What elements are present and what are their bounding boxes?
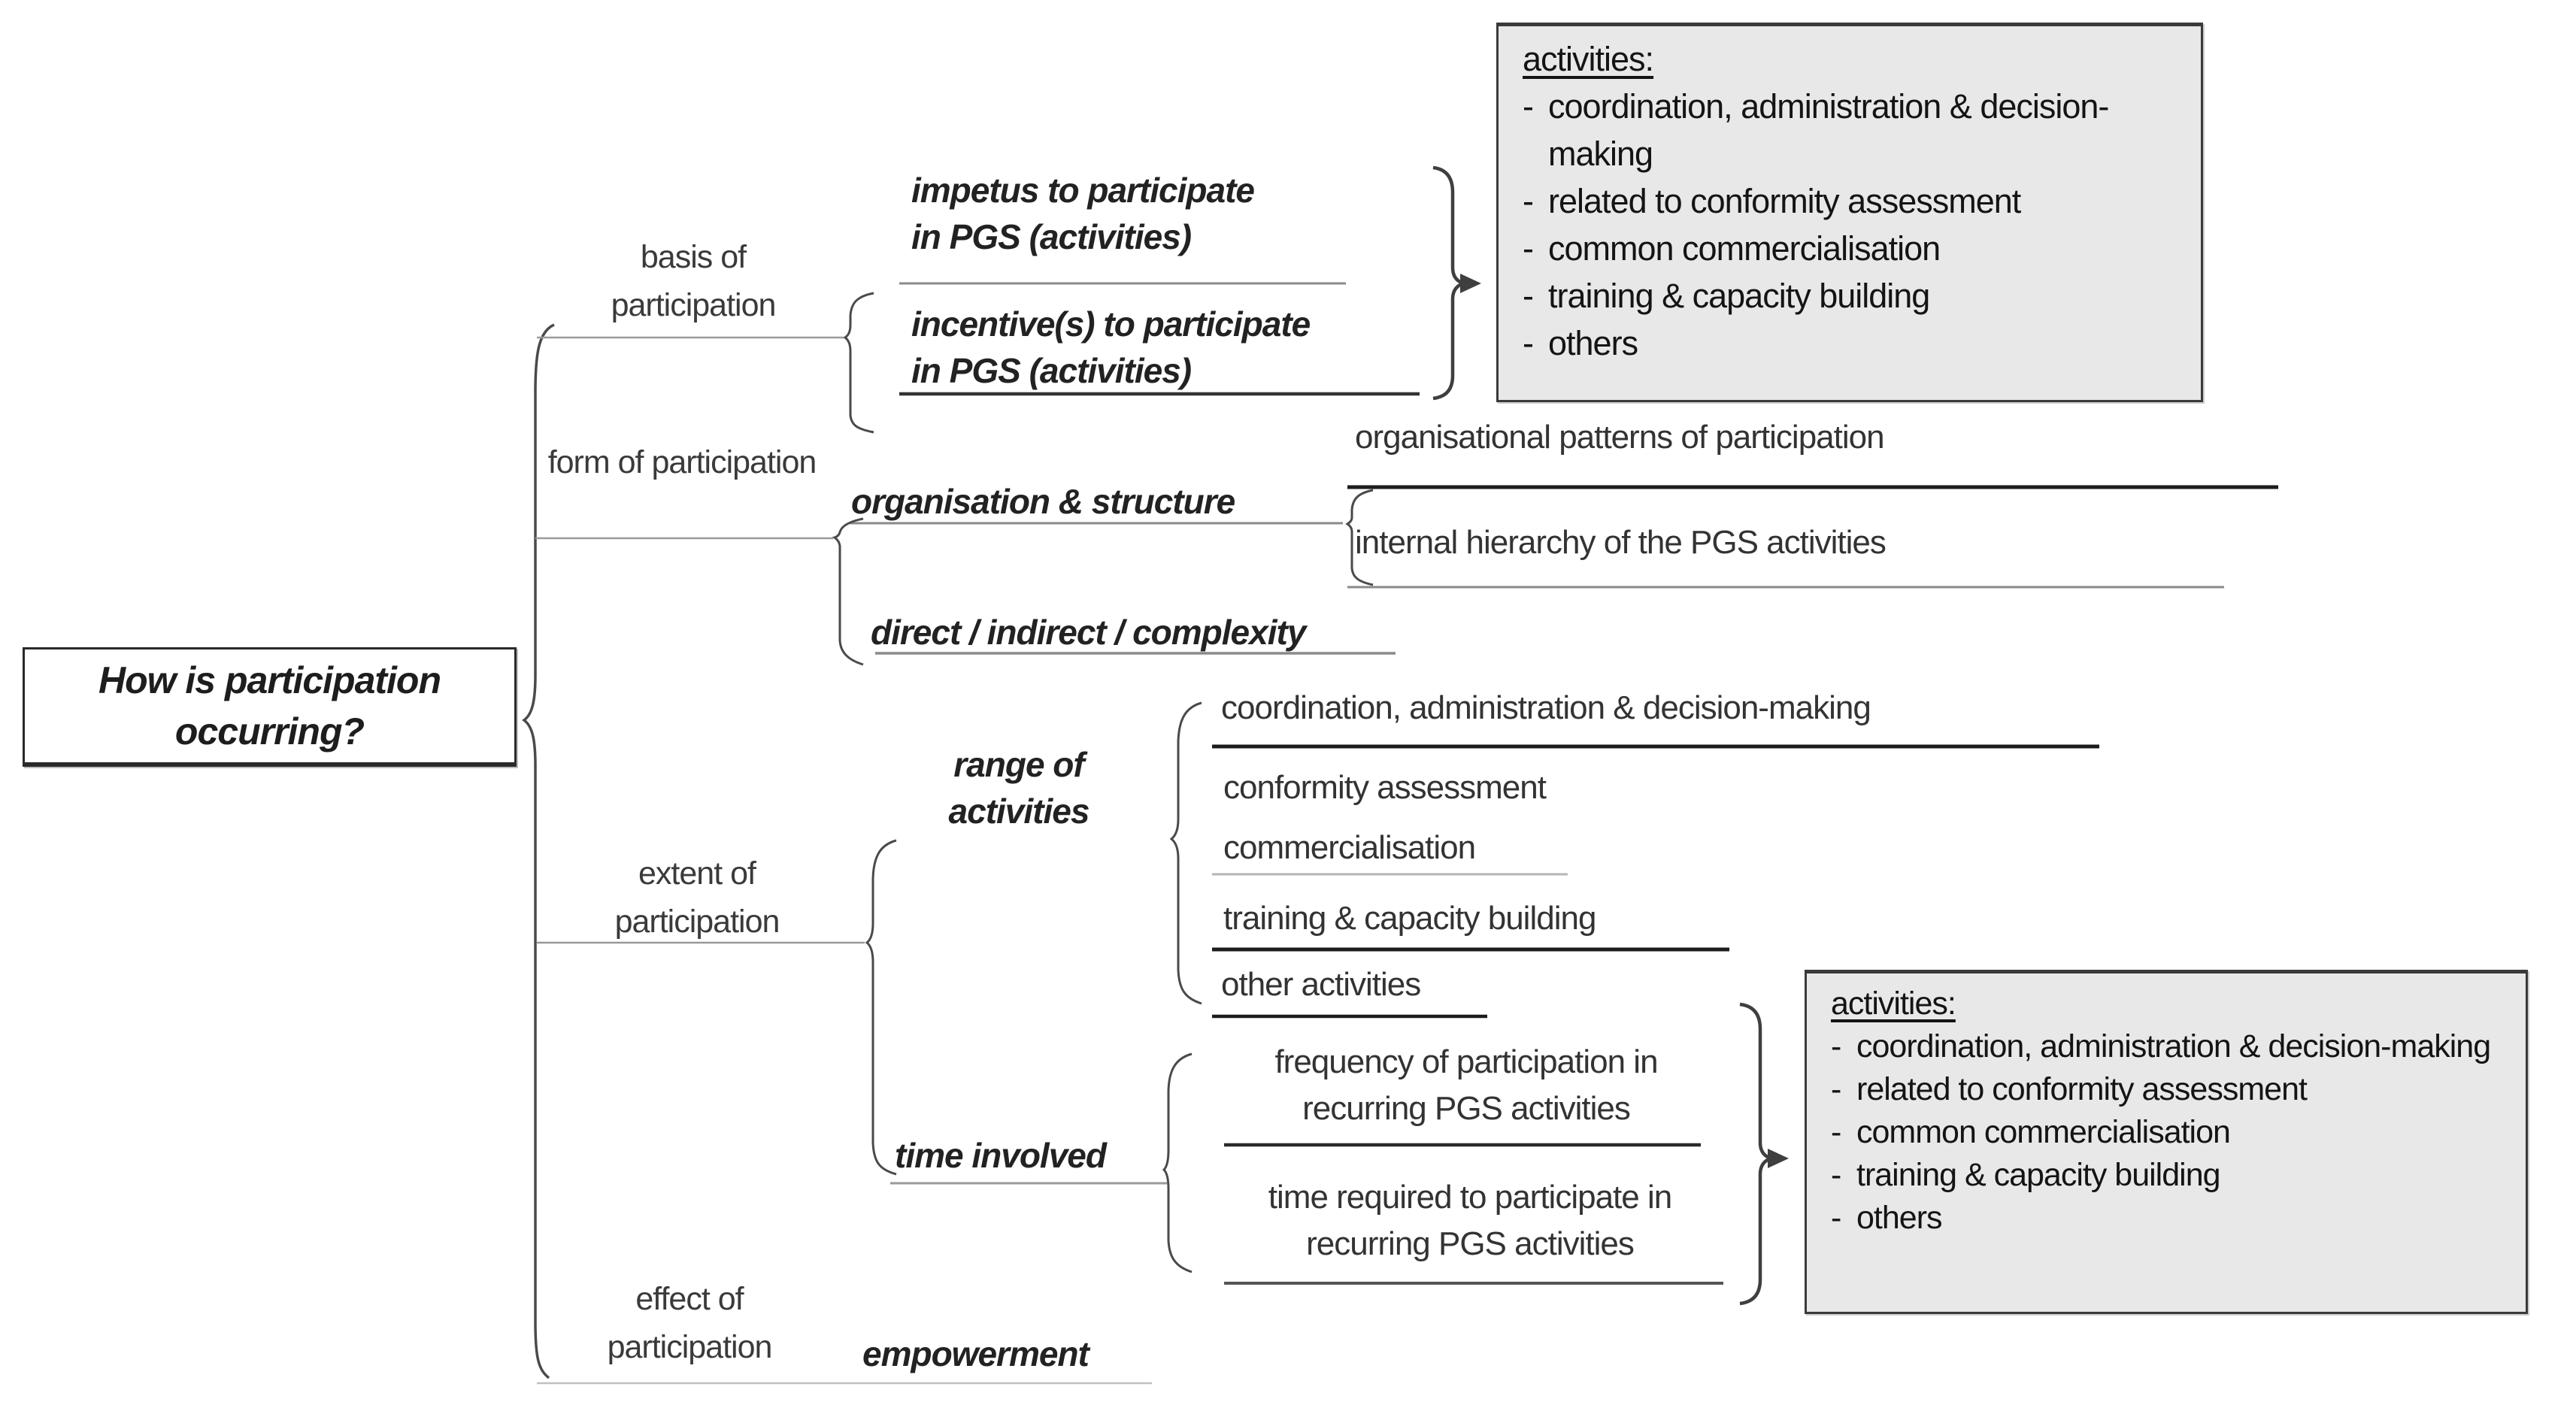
question-box: How is participation occurring? [23,647,517,767]
node-coordination-administration: coordination, administration & decision-… [1221,689,1871,726]
bullet-dash: - [1831,1200,1841,1236]
activities-item: - related to conformity assessment [1523,177,2180,225]
node-direct-indirect-complexity: direct / indirect / complexity [871,613,1306,652]
activities-item: - others [1523,319,2180,367]
brace-time-children [1162,1052,1193,1273]
node-commercialisation: commercialisation [1223,829,1476,866]
node-range-of-activities: range of activities [948,745,1090,831]
bullet-dash: - [1523,229,1534,268]
activities-item: - training & capacity building [1831,1154,2505,1197]
activities-item: - related to conformity assessment [1831,1068,2505,1111]
node-time-required: time required to participate in recurrin… [1268,1179,1672,1262]
activities-item: - coordination, administration & decisio… [1831,1025,2505,1068]
node-other-activities: other activities [1221,966,1421,1003]
node-empowerment: empowerment [862,1334,1089,1373]
bullet-dash: - [1831,1071,1841,1107]
branch-label-effect: effect of participation [607,1281,773,1365]
node-training-capacity: training & capacity building [1223,900,1596,937]
node-impetus: impetus to participate in PGS (activitie… [911,171,1255,256]
activities-title: activities: [1523,40,1654,78]
bullet-dash: - [1523,277,1534,315]
activities-title: activities: [1831,986,1956,1022]
node-organisation-structure: organisation & structure [851,482,1235,521]
activities-box-bottom: activities: - coordination, administrati… [1805,970,2528,1314]
bullet-dash: - [1523,182,1534,220]
bullet-dash: - [1523,324,1534,362]
node-internal-hierarchy: internal hierarchy of the PGS activities [1355,524,1887,561]
branch-label-basis: basis of participation [611,239,777,323]
activities-item: - common commercialisation [1523,225,2180,272]
arrow-right-icon [1768,1149,1789,1168]
activities-box-top: activities: - coordination, administrati… [1496,23,2203,402]
brace-basis-children [843,292,874,434]
node-incentive: incentive(s) to participate in PGS (acti… [911,304,1311,390]
node-frequency: frequency of participation in recurring … [1274,1043,1658,1127]
node-conformity-assessment: conformity assessment [1223,769,1547,806]
node-organisational-patterns: organisational patterns of participation [1355,419,1885,456]
bullet-dash: - [1831,1114,1841,1150]
bracket-bottom-activities [1739,1002,1789,1306]
bullet-dash: - [1523,87,1534,126]
brace-extent-children [865,839,897,1176]
arrow-right-icon [1460,274,1481,293]
activities-item: - others [1831,1197,2505,1240]
branch-label-extent: extent of participation [614,855,780,940]
activities-item: - coordination, administration & decisio… [1523,83,2180,177]
activities-item: - training & capacity building [1523,272,2180,319]
node-time-involved: time involved [895,1136,1107,1175]
question-text: How is participation occurring? [98,659,441,752]
bullet-dash: - [1831,1028,1841,1064]
brace-range-children [1169,701,1202,1005]
activities-item: - common commercialisation [1831,1111,2505,1154]
branch-label-form: form of participation [547,444,817,480]
brace-form-children [832,517,864,666]
bracket-top-activities [1432,165,1481,401]
bullet-dash: - [1831,1157,1841,1193]
